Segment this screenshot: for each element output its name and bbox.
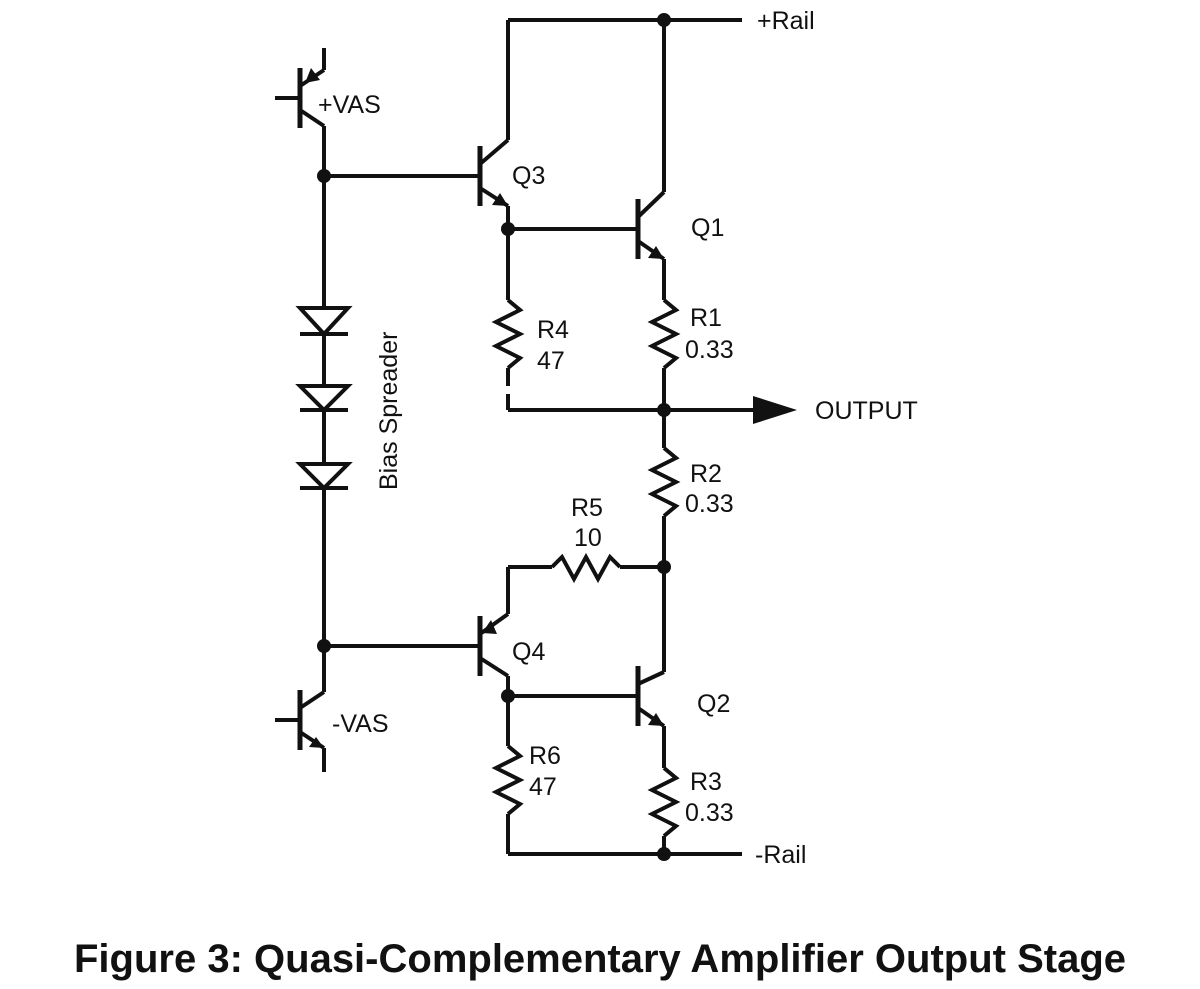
resistor-r2 [647, 410, 681, 672]
r1-value-label: 0.33 [685, 336, 734, 364]
r2-value-label: 0.33 [685, 490, 734, 518]
diode-2 [295, 384, 353, 413]
r5-name-label: R5 [571, 494, 603, 522]
plus-rail-wires [506, 18, 742, 192]
plus-vas-label: +VAS [318, 91, 381, 119]
minus-vas-label: -VAS [332, 710, 389, 738]
r5-value-label: 10 [574, 524, 602, 552]
resistor-r1 [647, 298, 681, 410]
minus-rail-label: -Rail [755, 841, 806, 869]
r6-value-label: 47 [529, 773, 557, 801]
resistor-r5 [506, 552, 664, 614]
diode-3 [295, 462, 353, 491]
transistor-q1 [508, 190, 666, 300]
resistor-r3 [647, 766, 681, 854]
plus-vas-transistor [275, 48, 326, 176]
r4-name-label: R4 [537, 316, 569, 344]
resistor-r4 [491, 229, 525, 410]
output-arrow [753, 396, 797, 424]
transistor-q3 [477, 138, 510, 229]
q4-label: Q4 [512, 638, 545, 666]
r2-name-label: R2 [690, 460, 722, 488]
r6-name-label: R6 [529, 742, 561, 770]
resistor-r6 [491, 696, 525, 854]
q1-label: Q1 [691, 214, 724, 242]
transistor-q4 [477, 612, 510, 696]
q3-label: Q3 [512, 162, 545, 190]
minus-vas-transistor [275, 646, 326, 772]
r4-value-label: 47 [537, 347, 565, 375]
plus-rail-label: +Rail [757, 7, 815, 35]
r3-value-label: 0.33 [685, 799, 734, 827]
diode-1 [295, 306, 353, 337]
output-label: OUTPUT [815, 397, 918, 425]
r1-name-label: R1 [690, 304, 722, 332]
bias-spreader-label: Bias Spreader [375, 332, 403, 490]
r3-name-label: R3 [690, 768, 722, 796]
transistor-q2 [508, 666, 666, 768]
q2-label: Q2 [697, 690, 730, 718]
figure-caption: Figure 3: Quasi-Complementary Amplifier … [74, 937, 1126, 981]
junction-dots [317, 13, 671, 861]
